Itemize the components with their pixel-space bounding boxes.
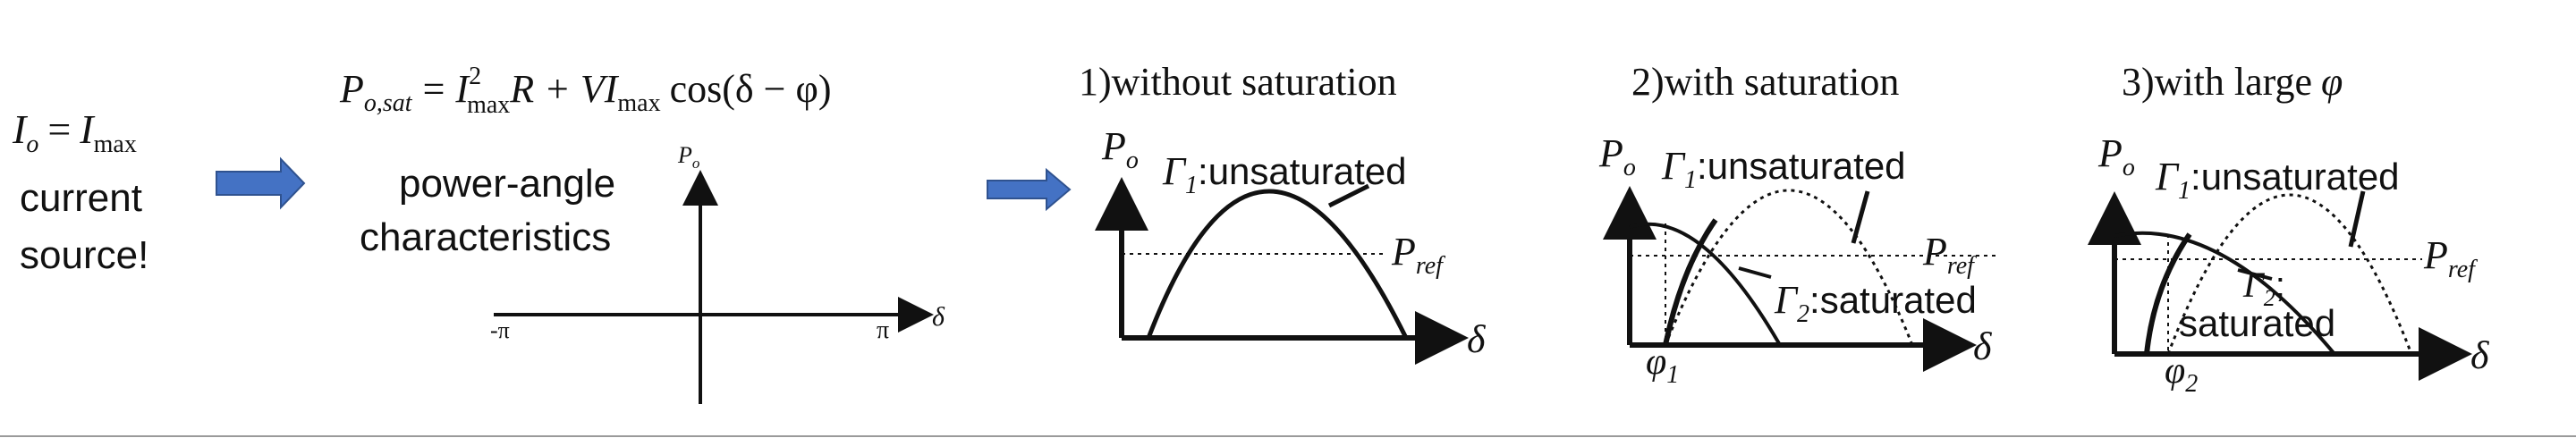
current-source-block: Io=Imax current source! [12, 106, 148, 277]
p3-phi-label: φ2 [2165, 350, 2198, 398]
p3-label-leader-1 [2348, 190, 2366, 248]
panel2-title: 2)with saturation [1631, 60, 1899, 104]
p1-label-leader [1327, 183, 1370, 208]
p2-label-leader-1 [1851, 190, 1870, 244]
p2-curve1-label: Γ1:unsaturated [1661, 144, 1906, 194]
mid-x-label: δ [932, 302, 945, 332]
p1-curve-label: Γ1:unsaturated [1162, 149, 1407, 199]
p2-pref-label: Pref [1922, 230, 1977, 280]
p3-bold-rise [2144, 232, 2192, 355]
panel-with-saturation: 2)with saturation Po δ Γ1:unsaturated Pr… [1598, 60, 1998, 389]
right-arrow-icon [216, 156, 306, 210]
p1-y-label: Po [1101, 124, 1139, 174]
p2-phi-label: φ1 [1646, 341, 1679, 389]
p2-unsaturated-curve [1664, 189, 1914, 346]
mid-tick-min: -π [490, 317, 510, 343]
panel1-title: 1)without saturation [1079, 60, 1397, 104]
mid-y-label: Po [677, 142, 699, 172]
p2-y-label: Po [1598, 131, 1636, 181]
panel-without-saturation: 1)without saturation Po δ Γ1:unsaturated… [1079, 60, 1487, 365]
p3-label-leader-2 [2237, 268, 2273, 281]
p3-pref-label: Pref [2423, 233, 2478, 283]
io-equals-imax: Io=Imax [12, 106, 137, 158]
p1-unsaturated-curve [1146, 189, 1409, 340]
p2-x-label: δ [1973, 324, 1993, 368]
p3-curve1-label: Γ1:unsaturated [2155, 155, 2400, 205]
p2-curve2-label: Γ2:saturated [1774, 278, 1977, 328]
caption-characteristics: characteristics [360, 215, 611, 259]
current-text: current [20, 176, 142, 220]
p3-saturated-text: saturated [2179, 302, 2335, 344]
caption-power-angle: power-angle [399, 162, 615, 206]
p2-saturated-curve [1629, 222, 1782, 346]
mid-tick-max: π [877, 316, 889, 344]
source-text: source! [20, 233, 148, 277]
p1-x-label: δ [1467, 317, 1487, 361]
p2-label-leader-2 [1738, 266, 1772, 279]
p3-y-label: Po [2097, 131, 2135, 181]
p3-saturated-curve [2114, 231, 2336, 356]
p1-pref-label: Pref [1391, 230, 1445, 280]
p3-unsaturated-curve [2166, 193, 2413, 355]
p3-curve2-label: Γ2; [2242, 265, 2285, 311]
p3-x-label: δ [2470, 333, 2490, 377]
p2-bold-rise [1663, 218, 1718, 346]
right-arrow-icon [987, 167, 1072, 212]
